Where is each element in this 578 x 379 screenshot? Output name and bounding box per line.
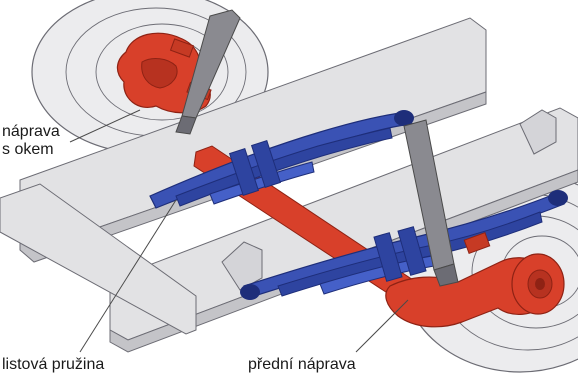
label-leaf-spring: listová pružina xyxy=(2,357,104,374)
label-front-axle: přední náprava xyxy=(248,357,356,374)
label-axle-with-eye-line1: náprava xyxy=(2,124,60,141)
label-axle-with-eye-line2: s okem xyxy=(2,142,54,159)
